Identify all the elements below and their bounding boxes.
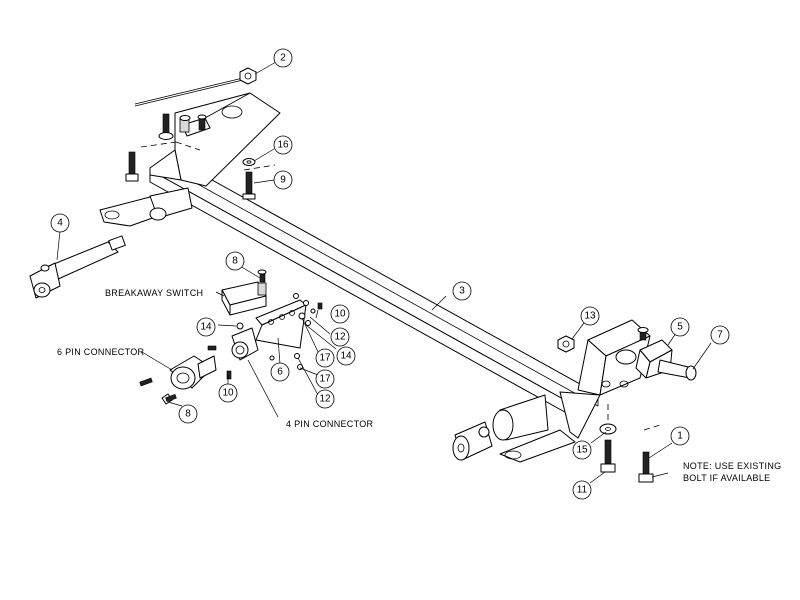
svg-text:7: 7 <box>717 330 723 341</box>
leader-lines <box>56 61 712 484</box>
balloon-2: 2 <box>273 48 293 68</box>
bolt-item-9 <box>242 171 256 200</box>
svg-text:6: 6 <box>277 367 283 378</box>
breakaway-switch-label: BREAKAWAY SWITCH <box>105 288 203 298</box>
svg-text:13: 13 <box>584 311 596 322</box>
bolt-left <box>125 151 139 182</box>
svg-text:17: 17 <box>319 353 331 364</box>
balloon-13: 13 <box>580 306 600 326</box>
balloon-15: 15 <box>572 440 592 460</box>
svg-text:11: 11 <box>577 485 588 496</box>
bracket-studs <box>158 113 207 140</box>
balloon-16: 16 <box>273 135 293 155</box>
svg-text:16: 16 <box>277 140 289 151</box>
note-line-1: NOTE: USE EXISTING <box>683 461 781 471</box>
balloon-17-bottom: 17 <box>315 369 335 389</box>
bolt-item-1 <box>638 451 654 483</box>
svg-text:17: 17 <box>319 374 331 385</box>
six-pin-connector-label: 6 PIN CONNECTOR <box>57 347 145 357</box>
balloon-10-bottom: 10 <box>218 383 238 403</box>
balloon-12-bottom: 12 <box>315 389 335 409</box>
svg-text:14: 14 <box>340 351 352 362</box>
svg-text:14: 14 <box>200 322 212 333</box>
svg-text:5: 5 <box>677 322 683 333</box>
balloon-9: 9 <box>273 170 293 190</box>
balloon-8-switch: 8 <box>225 251 245 271</box>
pin-item-7 <box>657 359 697 381</box>
balloon-3: 3 <box>452 281 472 301</box>
balloon-8-connector: 8 <box>178 404 198 424</box>
breakaway-switch <box>221 281 267 316</box>
right-mounting-bracket <box>559 319 651 439</box>
washer-item-15 <box>599 423 617 435</box>
small-hardware <box>139 269 323 405</box>
balloon-14-right: 14 <box>336 346 356 366</box>
left-receiver-arm <box>99 187 193 227</box>
svg-text:10: 10 <box>222 388 234 399</box>
balloon-4: 4 <box>50 213 70 233</box>
right-receiver-arm <box>452 394 576 463</box>
svg-text:4: 4 <box>57 218 63 229</box>
balloon-11: 11 <box>572 480 592 500</box>
svg-text:10: 10 <box>334 309 346 320</box>
four-pin-connector <box>231 327 259 361</box>
switch-bracket-item-6 <box>255 299 307 349</box>
balloon-6: 6 <box>270 362 290 382</box>
six-pin-connector <box>169 355 217 390</box>
balloon-7: 7 <box>710 325 730 345</box>
svg-text:8: 8 <box>185 409 191 420</box>
svg-text:12: 12 <box>334 332 346 343</box>
note-line-2: BOLT IF AVAILABLE <box>683 473 770 483</box>
bolt-item-11 <box>600 439 616 473</box>
svg-text:15: 15 <box>576 445 588 456</box>
svg-text:1: 1 <box>677 431 683 442</box>
four-pin-connector-label: 4 PIN CONNECTOR <box>286 419 374 429</box>
svg-text:12: 12 <box>319 394 331 405</box>
balloon-10-top: 10 <box>330 304 350 324</box>
balloon-17-top: 17 <box>315 348 335 368</box>
bolt-item-right-top <box>637 327 649 341</box>
nut-item-2 <box>239 67 257 85</box>
svg-text:8: 8 <box>232 256 238 267</box>
balloon-14-left: 14 <box>196 317 216 337</box>
bracket-rod <box>134 77 244 105</box>
svg-text:2: 2 <box>280 53 286 64</box>
balloon-12-top: 12 <box>330 327 350 347</box>
nut-item-13 <box>557 335 575 353</box>
balloon-1: 1 <box>670 426 690 446</box>
balloon-5: 5 <box>670 317 690 337</box>
pin-item-4 <box>29 235 126 299</box>
svg-text:9: 9 <box>280 175 286 186</box>
crossbar-tube <box>149 159 599 417</box>
svg-text:3: 3 <box>459 286 465 297</box>
washer-item-16 <box>242 158 256 166</box>
